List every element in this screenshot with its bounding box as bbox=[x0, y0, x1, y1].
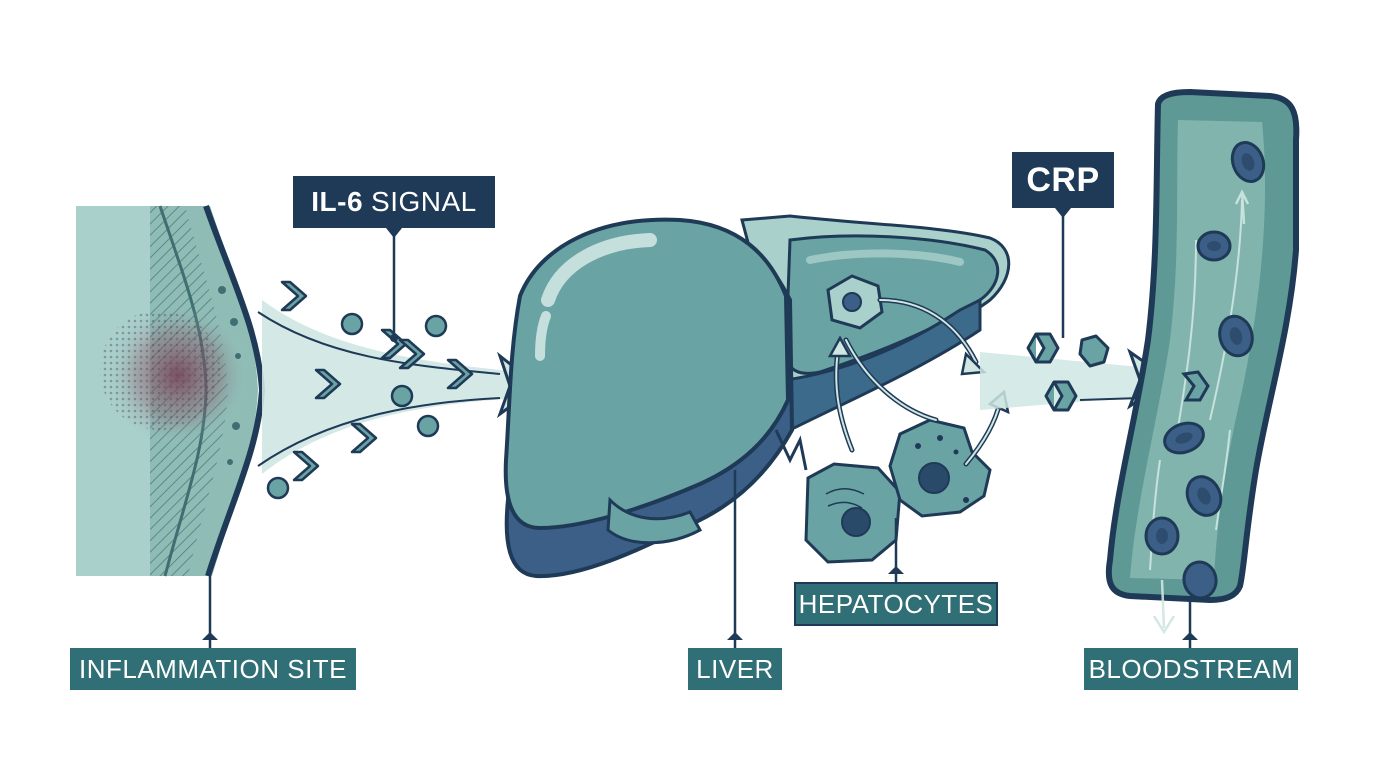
il6-label-rest: SIGNAL bbox=[371, 186, 477, 217]
inflammation-site-tissue bbox=[76, 205, 266, 577]
il6-molecule bbox=[266, 476, 290, 500]
liver-label: LIVER bbox=[688, 648, 782, 690]
il6-molecule bbox=[424, 314, 448, 338]
il6-molecule bbox=[340, 312, 364, 336]
crp-label: CRP bbox=[1012, 152, 1114, 208]
il6-chevron bbox=[446, 358, 474, 390]
il6-molecule bbox=[390, 384, 414, 408]
crp-molecule bbox=[1078, 334, 1110, 368]
bloodstream-vessel bbox=[1105, 88, 1300, 635]
il6-molecule bbox=[416, 414, 440, 438]
il6-label-bold: IL-6 bbox=[311, 186, 364, 217]
il6-chevron bbox=[292, 450, 320, 482]
inflammation-site-label: INFLAMMATION SITE bbox=[70, 648, 356, 690]
il6-chevron bbox=[280, 280, 308, 312]
bloodstream-label: BLOODSTREAM bbox=[1084, 648, 1298, 690]
crp-stream bbox=[980, 332, 1173, 412]
il6-chevron bbox=[350, 422, 378, 454]
crp-molecule bbox=[1181, 370, 1210, 402]
liver-organ bbox=[503, 214, 1011, 579]
crp-molecule bbox=[1026, 332, 1060, 364]
il6-chevron bbox=[314, 368, 342, 400]
crp-molecule bbox=[1044, 380, 1078, 412]
hepatocytes-cells bbox=[804, 274, 1010, 564]
callout-lines bbox=[202, 208, 1198, 648]
il6-signal-stream bbox=[257, 280, 541, 500]
il6-chevron bbox=[398, 338, 426, 370]
red-blood-cell bbox=[1182, 560, 1218, 600]
hepatocytes-label: HEPATOCYTES bbox=[794, 582, 998, 626]
